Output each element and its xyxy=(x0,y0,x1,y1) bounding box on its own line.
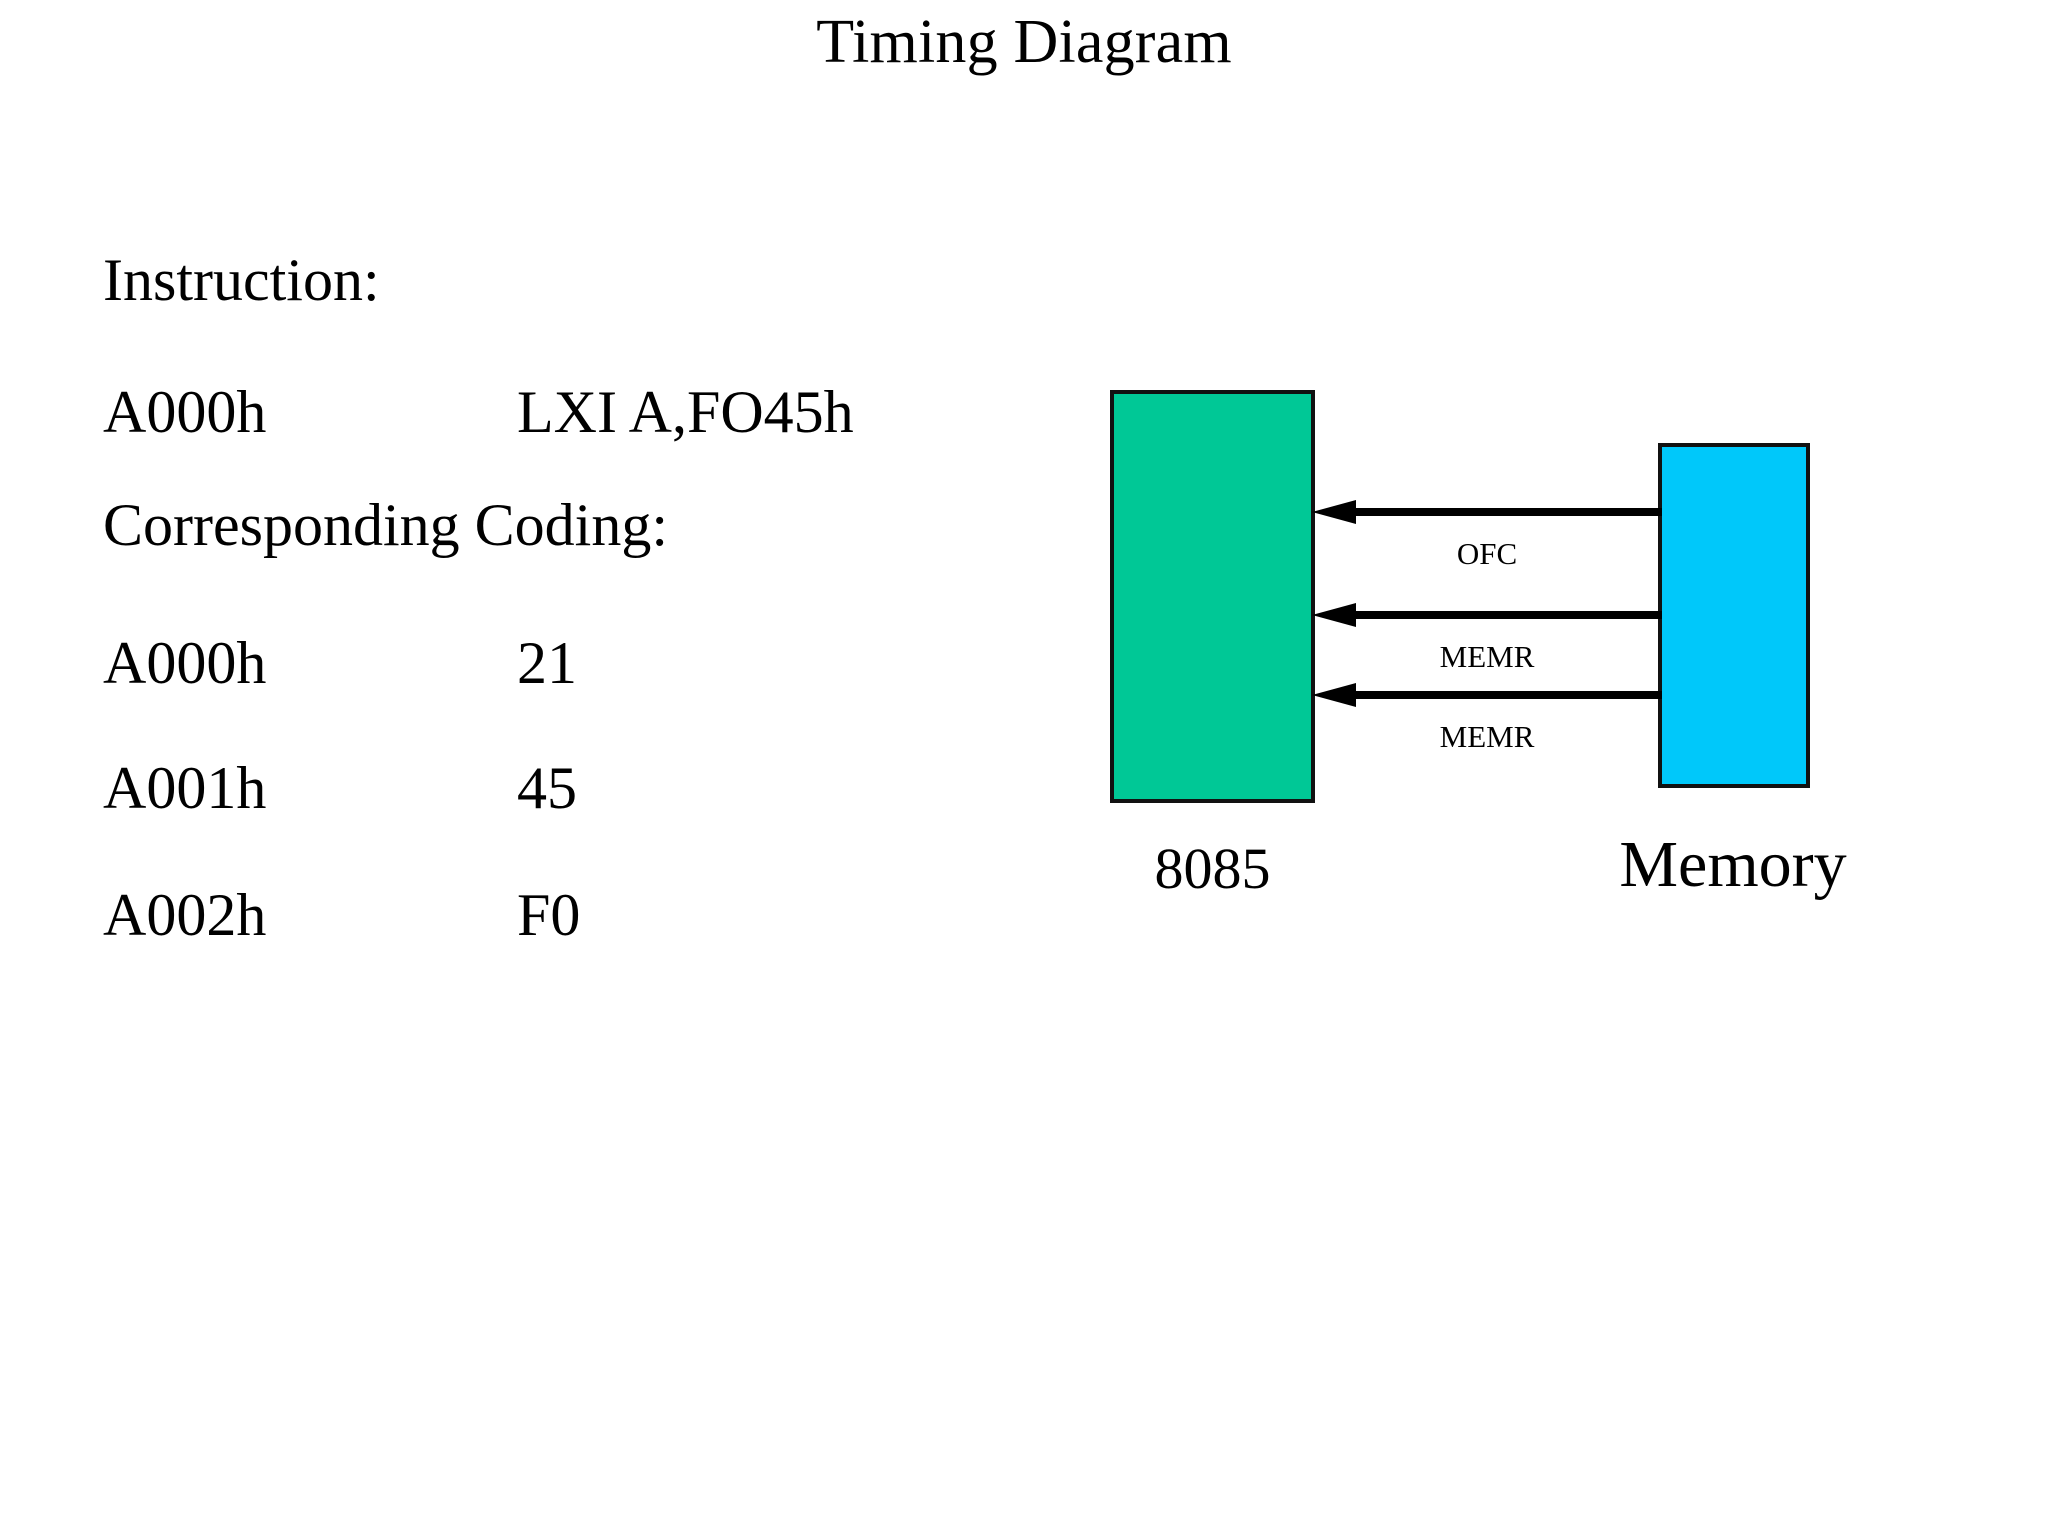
coding-row-address: A001h xyxy=(103,755,267,821)
signal-arrow-icon xyxy=(1312,500,1662,524)
coding-row-value: F0 xyxy=(517,882,581,948)
coding-heading: Corresponding Coding: xyxy=(103,492,668,558)
signal-arrow-icon xyxy=(1312,603,1662,627)
signal-label: MEMR xyxy=(1439,719,1535,754)
memory-block xyxy=(1658,443,1810,788)
instruction-mnemonic: LXI A,FO45h xyxy=(517,379,854,445)
memory-block-label: Memory xyxy=(1619,828,1847,901)
coding-row-address: A000h xyxy=(103,630,267,696)
page-title: Timing Diagram xyxy=(816,8,1232,76)
signal-label: MEMR xyxy=(1439,639,1535,674)
block-diagram: OFC MEMR MEMR 8085 Memory xyxy=(1100,370,1930,950)
coding-row-address: A002h xyxy=(103,882,267,948)
signal-label: OFC xyxy=(1456,536,1518,571)
cpu-block xyxy=(1110,390,1315,803)
coding-row-value: 21 xyxy=(517,630,577,696)
cpu-block-label: 8085 xyxy=(1154,836,1271,901)
coding-row-value: 45 xyxy=(517,755,577,821)
instruction-heading: Instruction: xyxy=(103,247,380,313)
instruction-address: A000h xyxy=(103,379,267,445)
signal-arrow-icon xyxy=(1312,683,1662,707)
